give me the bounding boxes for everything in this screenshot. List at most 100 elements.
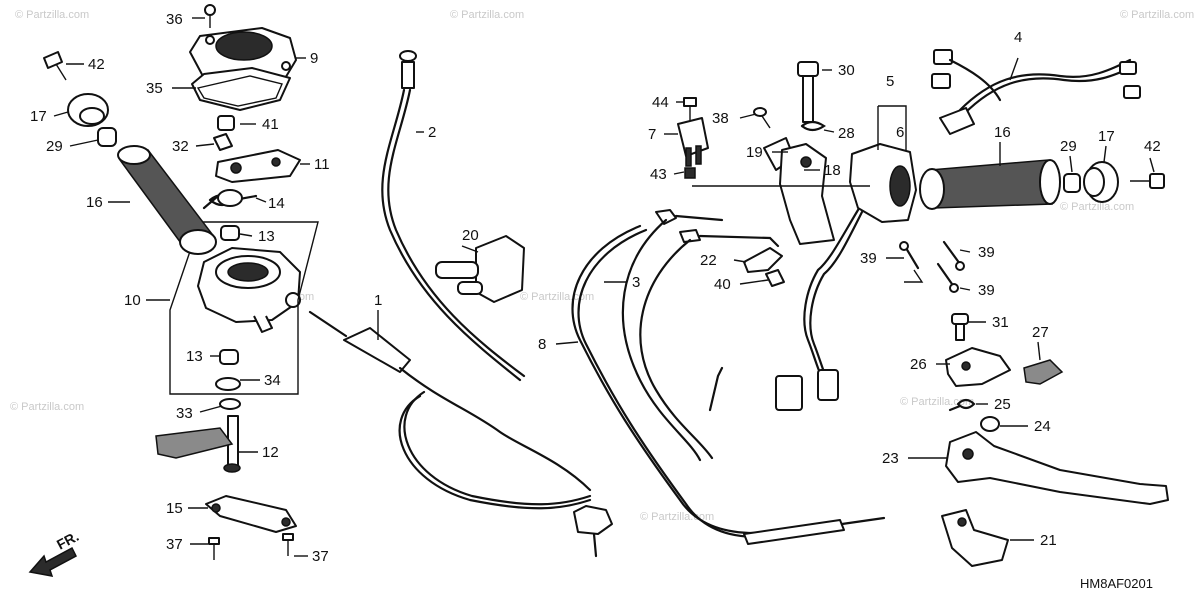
bracket-18 [779, 143, 835, 245]
watermark: © Partzilla.com [640, 511, 714, 523]
cap-24 [980, 416, 1000, 432]
callout-4: 4 [1014, 29, 1022, 46]
watermark: © Partzilla.com [520, 291, 594, 303]
callout-24: 24 [1034, 418, 1051, 435]
callout-26: 26 [910, 356, 927, 373]
callout-38: 38 [712, 110, 729, 127]
callout-29-right: 29 [1060, 138, 1077, 155]
throttle-arm-11 [215, 149, 301, 183]
callout-39a: 39 [860, 250, 877, 267]
spring-14 [202, 189, 258, 210]
wire-harness [775, 208, 864, 411]
watermark: © Partzilla.com [900, 396, 974, 408]
bracket-22 [743, 247, 783, 273]
callout-32: 32 [172, 138, 189, 155]
callout-7: 7 [648, 126, 656, 143]
diagram-code: HM8AF0201 [1080, 576, 1153, 591]
nut-40 [765, 269, 785, 287]
watermark: © Partzilla.com [10, 401, 84, 413]
callout-9: 9 [310, 50, 318, 67]
callout-42-left: 42 [88, 56, 105, 73]
callout-44: 44 [652, 94, 669, 111]
callout-23: 23 [882, 450, 899, 467]
brake-lever-23 [945, 431, 1169, 505]
callout-29-left: 29 [46, 138, 63, 155]
callout-39b: 39 [978, 244, 995, 261]
bracket-15 [205, 495, 297, 533]
collar-29-left [97, 127, 117, 147]
screw-38 [753, 107, 771, 129]
callout-13b: 13 [186, 348, 203, 365]
grommet-13b [219, 349, 239, 365]
callout-17-left: 17 [30, 108, 47, 125]
callout-39c: 39 [978, 282, 995, 299]
callout-19: 19 [746, 144, 763, 161]
throttle-lever-12 [155, 415, 241, 473]
bracket-26 [945, 347, 1011, 387]
callout-35: 35 [146, 80, 163, 97]
cable-1 [308, 310, 613, 558]
switch-7 [677, 117, 709, 167]
callout-37a: 37 [166, 536, 183, 553]
direction-label: FR. [54, 528, 81, 553]
callout-34: 34 [264, 372, 281, 389]
washer-34 [215, 377, 241, 391]
callout-16-right: 16 [994, 124, 1011, 141]
callout-36: 36 [166, 11, 183, 28]
callout-14: 14 [268, 195, 285, 212]
nut-32 [213, 133, 233, 151]
cable-2 [381, 50, 526, 382]
callout-1: 1 [374, 292, 382, 309]
screw-39c [936, 262, 959, 293]
bolt-31 [951, 313, 969, 341]
bolt-30 [797, 61, 819, 123]
screw-39b [942, 240, 965, 271]
cable-8 [571, 224, 886, 545]
bolt-42-left [43, 51, 67, 81]
spring-25 [948, 398, 976, 412]
switch-housing-6 [849, 143, 917, 223]
callout-3: 3 [632, 274, 640, 291]
watermark: © Partzilla.com [450, 9, 524, 21]
screw-39a [899, 241, 920, 270]
callout-6: 6 [896, 124, 904, 141]
bolt-37b [282, 533, 294, 556]
bolt-37a [208, 537, 220, 560]
bolt-44 [683, 97, 697, 122]
watermark: © Partzilla.com [1060, 201, 1134, 213]
front-direction-arrow: FR. [28, 528, 81, 577]
callout-40: 40 [714, 276, 731, 293]
grommet-13a [220, 225, 240, 241]
callout-18: 18 [824, 162, 841, 179]
callout-labels: 36 9 35 41 32 11 14 13 10 13 34 33 12 15… [30, 11, 1161, 565]
callout-11: 11 [314, 156, 330, 173]
callout-27: 27 [1032, 324, 1049, 341]
callout-8: 8 [538, 336, 546, 353]
callout-13a: 13 [258, 228, 275, 245]
bolt-36 [204, 4, 216, 28]
bolt-42-right [1130, 173, 1165, 189]
watermark: © Partzilla.com [1120, 9, 1194, 21]
throttle-housing-10 [197, 247, 301, 333]
callout-10: 10 [124, 292, 141, 309]
leader-lines [53, 17, 1155, 557]
washer-33 [219, 398, 241, 410]
watermark: © Partzilla.com [15, 9, 89, 21]
callout-42-right: 42 [1144, 138, 1161, 155]
callout-17-right: 17 [1098, 128, 1115, 145]
grip-16-left [117, 145, 217, 255]
gasket-35 [191, 67, 291, 111]
callout-31: 31 [992, 314, 1009, 331]
cap-27 [1023, 359, 1064, 385]
callout-37b: 37 [312, 548, 329, 565]
spring-28 [800, 120, 826, 132]
grip-16-right [919, 159, 1061, 210]
group-bracket-10 [169, 221, 319, 395]
callout-15: 15 [166, 500, 183, 517]
collar-29-right [1063, 173, 1081, 193]
bar-end-17-left [67, 93, 109, 127]
callout-33: 33 [176, 405, 193, 422]
switch-20 [435, 235, 525, 303]
callout-43: 43 [650, 166, 667, 183]
